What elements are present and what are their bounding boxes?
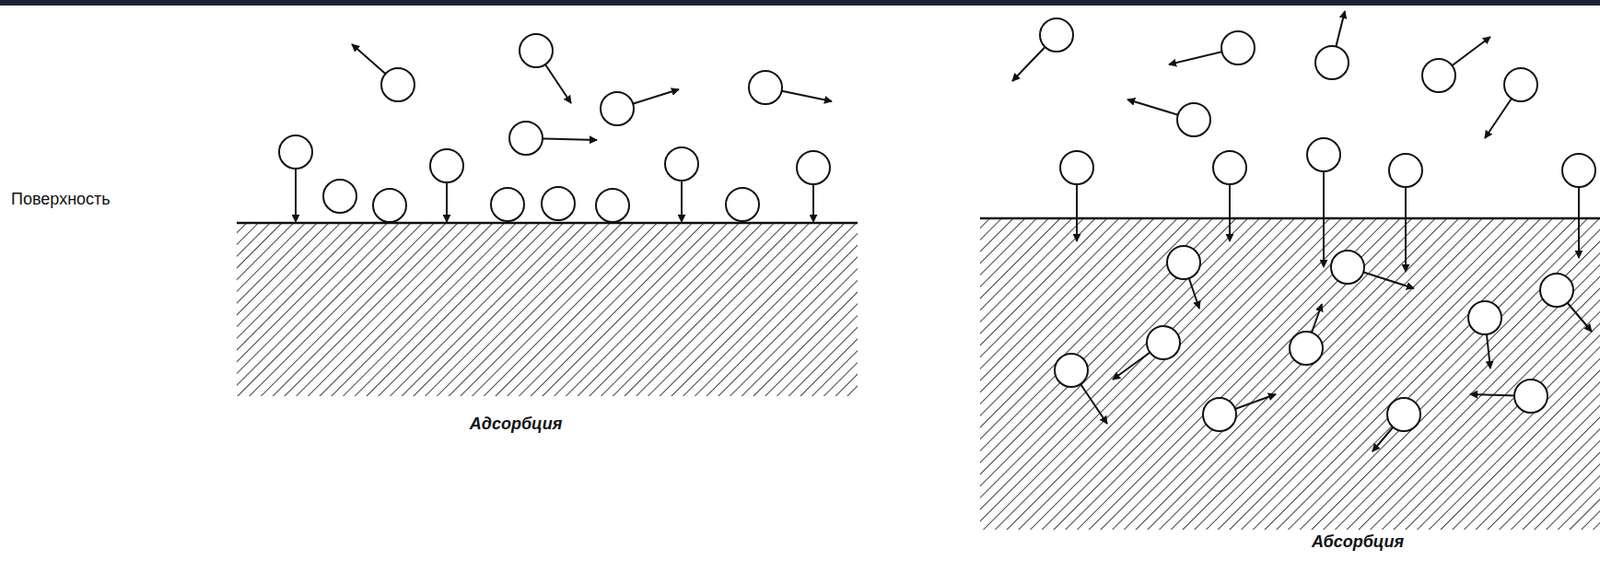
adsorption-panel	[236, 34, 858, 397]
panel-caption: Абсорбция	[1311, 532, 1404, 553]
surface-label: Поверхность	[11, 189, 111, 211]
panel-caption: Адсорбция	[469, 414, 563, 435]
absorption-panel	[980, 11, 1600, 530]
top-band	[0, 0, 1600, 6]
